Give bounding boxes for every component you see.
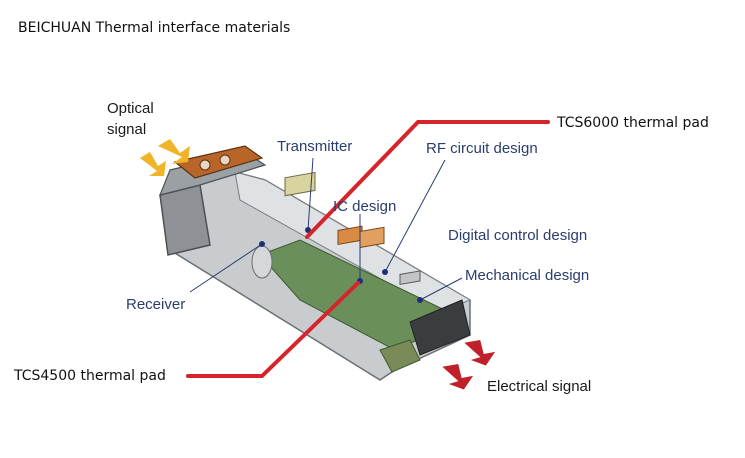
electrical-arrows-icon	[442, 340, 496, 390]
label-optical-signal-1: Optical	[107, 100, 154, 117]
label-optical-signal-2: signal	[107, 121, 147, 138]
label-receiver: Receiver	[126, 296, 186, 313]
label-ic-design: IC design	[333, 198, 397, 215]
callout-tcs6000: TCS6000 thermal pad	[557, 115, 709, 131]
label-electrical-signal: Electrical signal	[487, 378, 592, 395]
transceiver-module	[159, 145, 472, 381]
callout-tcs4500: TCS4500 thermal pad	[14, 368, 166, 384]
label-mechanical: Mechanical design	[465, 267, 590, 284]
optical-arrows-icon	[140, 139, 190, 176]
callout-lines	[186, 120, 550, 378]
leader-lines	[189, 157, 463, 301]
label-transmitter: Transmitter	[277, 138, 353, 155]
page-title: BEICHUAN Thermal interface materials	[18, 20, 291, 36]
label-digital-control: Digital control design	[448, 227, 588, 244]
label-rf-circuit: RF circuit design	[426, 140, 538, 157]
